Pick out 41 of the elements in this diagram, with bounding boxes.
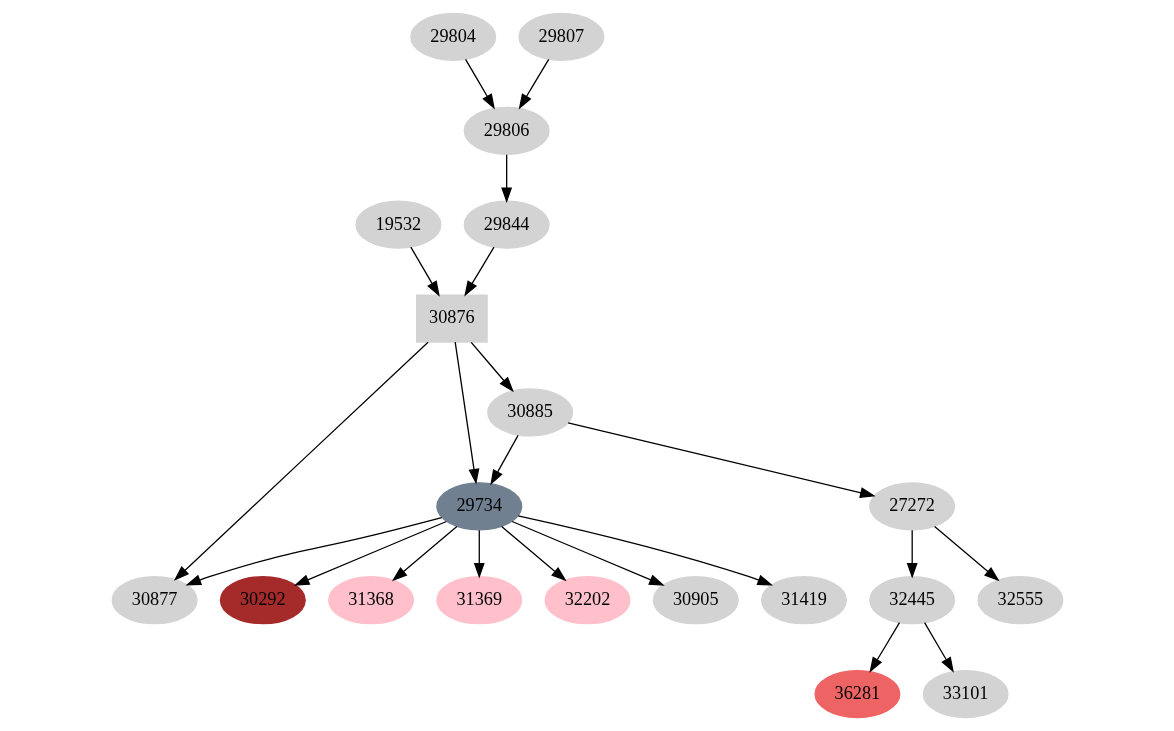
node-ellipse: 31419 xyxy=(760,576,847,625)
node-ellipse: 30877 xyxy=(111,576,198,625)
arrow xyxy=(517,515,773,586)
arrow xyxy=(500,525,567,582)
arrow xyxy=(511,520,665,586)
node-ellipse: 31368 xyxy=(327,576,414,625)
node-box: 30876 xyxy=(415,294,488,343)
node-ellipse: 29734 xyxy=(435,482,522,531)
node-ellipse: 30885 xyxy=(486,388,573,437)
arrow xyxy=(906,529,918,579)
arrow xyxy=(567,422,876,498)
arrow xyxy=(489,434,519,486)
node-ellipse: 29804 xyxy=(409,12,496,62)
node-ellipse: 32555 xyxy=(976,576,1063,625)
arrow xyxy=(464,58,495,110)
arrow xyxy=(868,622,900,673)
arrow xyxy=(473,529,485,579)
node-ellipse: 27272 xyxy=(868,482,955,531)
node-ellipse: 33101 xyxy=(922,669,1009,719)
arrow xyxy=(463,246,495,297)
node-ellipse: 32202 xyxy=(544,576,630,625)
node-ellipse: 30905 xyxy=(652,576,739,625)
arrow xyxy=(293,520,447,586)
arrow xyxy=(933,525,1000,582)
node-ellipse: 36281 xyxy=(813,669,900,719)
arrow xyxy=(500,154,512,204)
node-ellipse: 32445 xyxy=(868,576,955,625)
arrow xyxy=(454,341,479,485)
node-ellipse: 31369 xyxy=(435,576,522,625)
node-ellipse: 19532 xyxy=(354,200,441,249)
node-ellipse: 29844 xyxy=(463,200,550,249)
arrow xyxy=(409,246,440,297)
node-ellipse: 30292 xyxy=(219,576,306,625)
arrow xyxy=(185,516,442,586)
node-ellipse: 29807 xyxy=(517,12,604,62)
arrow xyxy=(518,58,549,110)
arrow xyxy=(391,525,457,582)
arrow xyxy=(470,341,514,393)
arrow xyxy=(173,341,429,581)
arrow xyxy=(923,622,954,673)
node-ellipse: 29806 xyxy=(463,106,550,155)
